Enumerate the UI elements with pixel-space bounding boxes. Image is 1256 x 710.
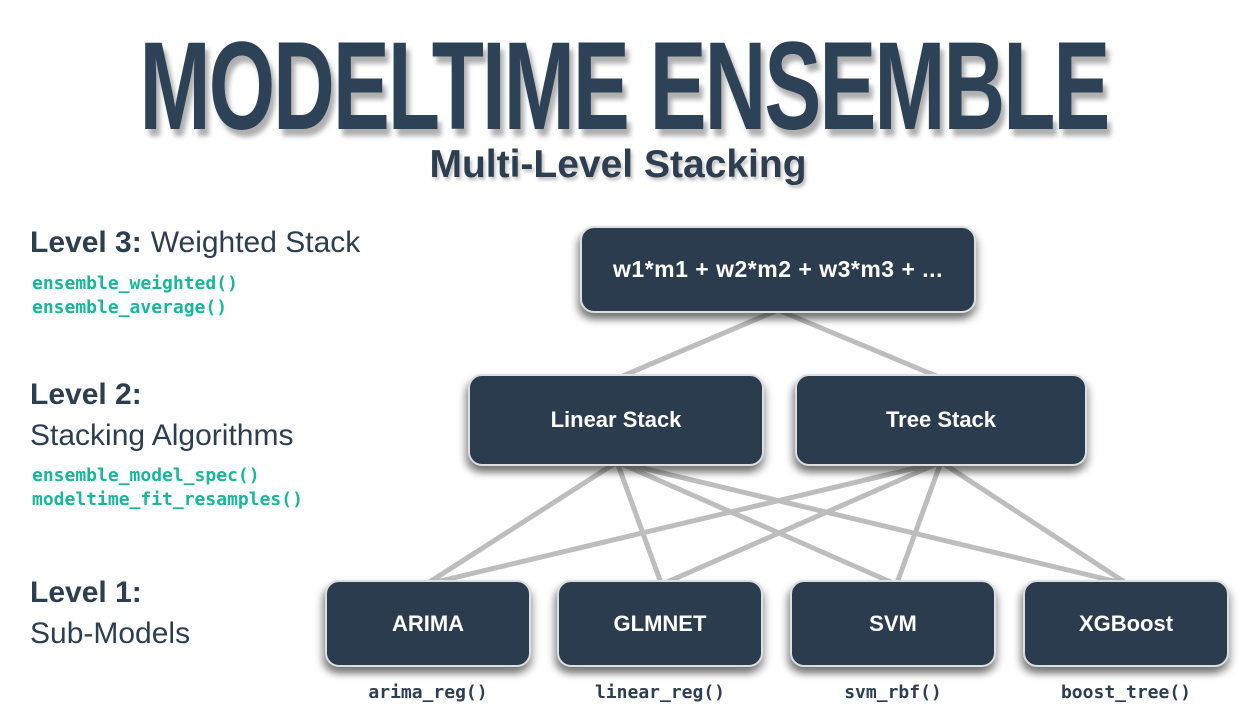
connector-line xyxy=(938,459,1129,586)
connector-line xyxy=(429,459,944,586)
page-subtitle: Multi-Level Stacking xyxy=(429,143,807,186)
sub-model-fn-glmnet: linear_reg() xyxy=(594,682,726,703)
sub-model-fn-xgboost: boost_tree() xyxy=(1060,682,1192,703)
level-1-label-text: Sub-Models xyxy=(30,617,191,650)
level-3-code: ensemble_weighted() ensemble_average() xyxy=(32,272,238,320)
code-line: ensemble_model_spec() xyxy=(32,465,260,486)
level-2-code: ensemble_model_spec() modeltime_fit_resa… xyxy=(32,464,303,512)
sub-model-node-glmnet: GLMNET xyxy=(557,580,763,667)
code-line: modeltime_fit_resamples() xyxy=(32,489,303,510)
connector-line xyxy=(614,459,664,586)
connector-line xyxy=(894,459,944,586)
level-2-label-bold: Level 2: xyxy=(30,378,142,411)
sub-model-node-xgboost: XGBoost xyxy=(1023,580,1229,667)
level-2-label: Level 2: Stacking Algorithms xyxy=(30,374,293,456)
linear-stack-node: Linear Stack xyxy=(468,374,764,466)
level-1-label: Level 1: Sub-Models xyxy=(30,572,190,654)
level-1-label-bold: Level 1: xyxy=(30,576,142,609)
page-title: MODELTIME ENSEMBLE xyxy=(139,15,1111,157)
level-2-label-text: Stacking Algorithms xyxy=(30,419,294,452)
weighted-stack-node: w1*m1 + w2*m2 + w3*m3 + ... xyxy=(580,226,976,313)
connector-line xyxy=(662,459,944,586)
tree-stack-node: Tree Stack xyxy=(795,374,1087,466)
connector-line xyxy=(615,307,781,381)
sub-model-fn-svm: svm_rbf() xyxy=(844,682,942,703)
level-3-label: Level 3:Weighted Stack xyxy=(30,222,360,263)
sub-model-fn-arima: arima_reg() xyxy=(368,682,488,703)
connector-line xyxy=(614,459,896,586)
sub-model-node-svm: SVM xyxy=(790,580,996,667)
level-3-label-text: Weighted Stack xyxy=(150,226,361,259)
level-3-label-bold: Level 3: xyxy=(30,226,142,259)
code-line: ensemble_weighted() xyxy=(32,273,238,294)
sub-model-node-arima: ARIMA xyxy=(325,580,531,667)
code-line: ensemble_average() xyxy=(32,297,228,318)
connector-line xyxy=(775,307,944,381)
connector-line xyxy=(425,459,620,586)
connector-line xyxy=(614,459,1125,586)
